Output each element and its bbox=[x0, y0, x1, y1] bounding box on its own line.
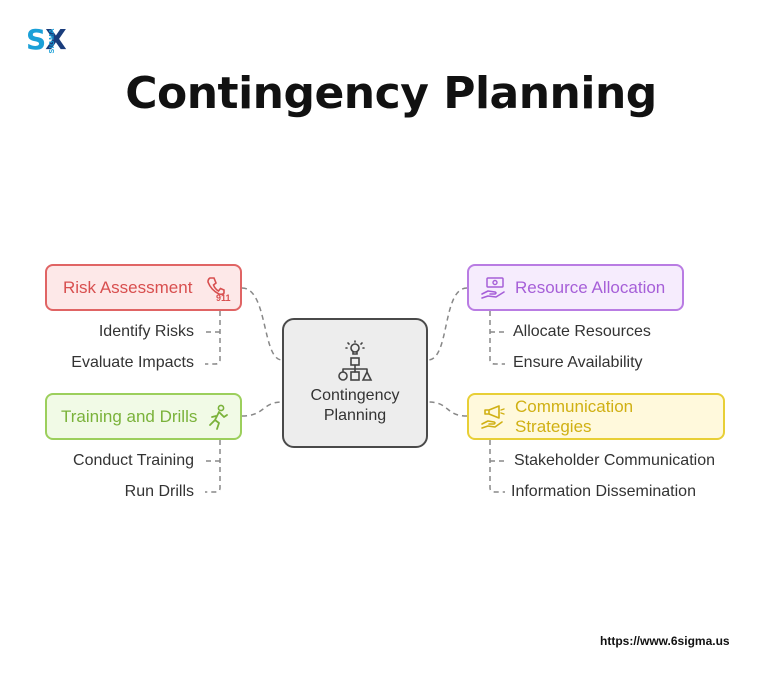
phone-911-icon: 911 bbox=[204, 274, 232, 302]
branch-training-drills: Training and Drills bbox=[45, 393, 242, 440]
list-item: Identify Risks bbox=[98, 323, 194, 340]
list-item: Stakeholder Communication bbox=[514, 452, 715, 469]
branch-risk-assessment: Risk Assessment 911 bbox=[45, 264, 242, 311]
logo-wordmark: SX bbox=[26, 23, 67, 56]
list-item: Conduct Training bbox=[73, 452, 194, 469]
list-item: Allocate Resources bbox=[513, 323, 651, 340]
running-person-icon bbox=[204, 403, 232, 431]
branch-resource-allocation: Resource Allocation bbox=[467, 264, 684, 311]
logo-subtext: SIGMA bbox=[49, 28, 56, 54]
list-item: Ensure Availability bbox=[513, 354, 643, 371]
branch-communication-strategies: Communication Strategies bbox=[467, 393, 725, 440]
branch-label: Resource Allocation bbox=[515, 277, 666, 297]
branch-label: Communication Strategies bbox=[515, 396, 634, 436]
list-item: Evaluate Impacts bbox=[71, 354, 194, 371]
central-topic-label: Contingency Planning bbox=[310, 387, 400, 424]
company-logo: SX SIGMA bbox=[26, 23, 86, 56]
idea-flowchart-icon bbox=[284, 340, 426, 384]
page-title: Contingency Planning bbox=[125, 68, 657, 119]
central-topic-node: Contingency Planning bbox=[282, 318, 428, 448]
branch-label: Training and Drills bbox=[61, 406, 198, 426]
list-item: Run Drills bbox=[124, 483, 194, 500]
svg-text:911: 911 bbox=[216, 293, 231, 302]
branch-label: Risk Assessment bbox=[63, 277, 193, 297]
money-hand-icon bbox=[479, 274, 507, 302]
megaphone-hand-icon bbox=[479, 403, 507, 431]
source-url: https://www.6sigma.us bbox=[600, 634, 730, 648]
list-item: Information Dissemination bbox=[511, 483, 696, 500]
